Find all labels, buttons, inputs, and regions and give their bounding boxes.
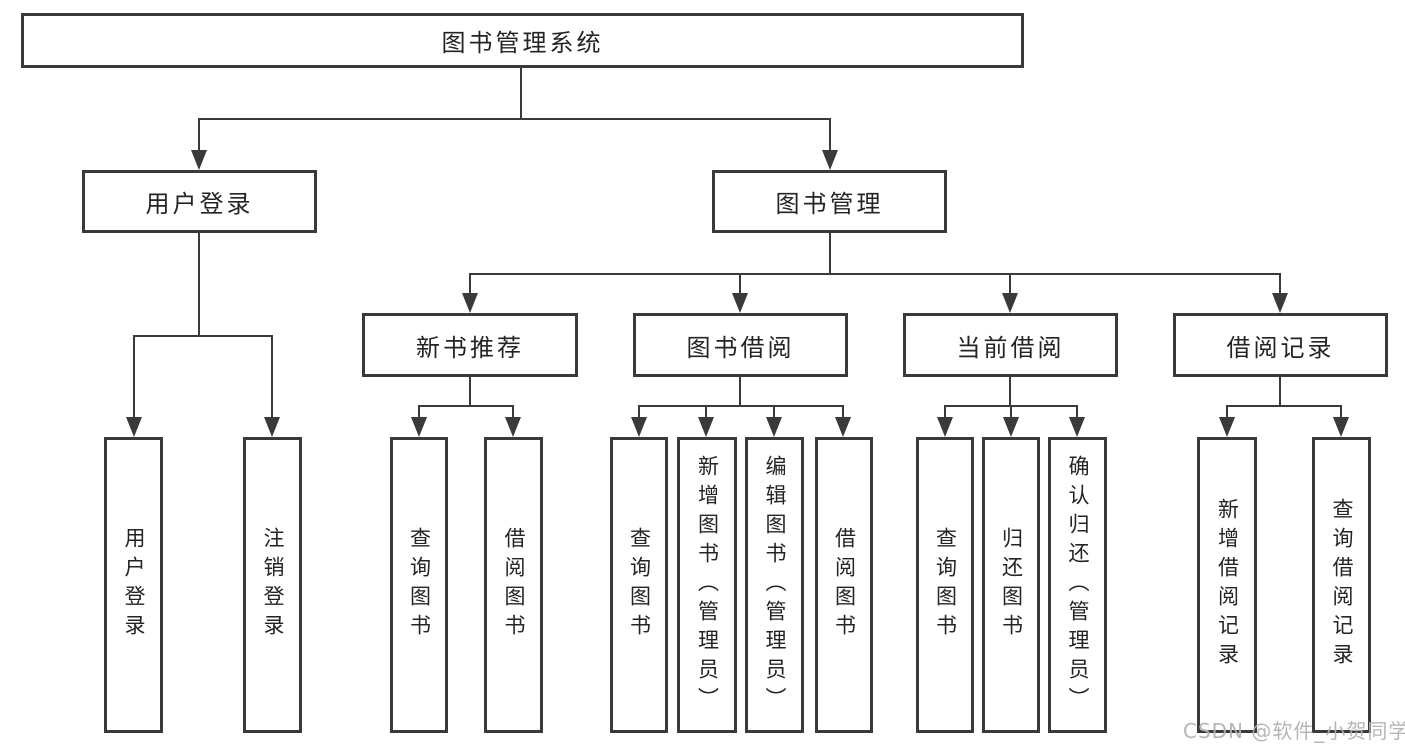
node-label: 新书推荐 (416, 333, 524, 362)
connector-vline (739, 273, 741, 295)
connector-hline (133, 335, 273, 337)
leaf-return-books: 归还图书 (982, 437, 1040, 733)
arrowhead-down-icon (411, 417, 427, 437)
arrowhead-down-icon (1272, 293, 1288, 313)
arrowhead-down-icon (698, 417, 714, 437)
connector-vline (1279, 273, 1281, 295)
connector-hline (469, 273, 1281, 275)
leaf-logout: 注销登录 (243, 437, 302, 733)
connector-vline (1340, 405, 1342, 419)
connector-vline (829, 233, 831, 275)
connector-vline (1279, 377, 1281, 405)
arrowhead-down-icon (766, 417, 782, 437)
arrowhead-down-icon (505, 417, 521, 437)
connector-vline (469, 273, 471, 295)
arrowhead-down-icon (126, 417, 142, 437)
connector-vline (469, 377, 471, 405)
connector-vline (773, 405, 775, 419)
connector-vline (271, 335, 273, 419)
leaf-query-borrow-record: 查询借阅记录 (1312, 437, 1371, 733)
leaf-label: 确认归还（管理员） (1066, 454, 1090, 716)
node-current-borrow: 当前借阅 (903, 313, 1118, 377)
arrowhead-down-icon (1002, 293, 1018, 313)
arrowhead-down-icon (822, 150, 838, 170)
connector-vline (1009, 377, 1011, 405)
arrowhead-down-icon (1069, 417, 1085, 437)
csdn-watermark: CSDN @软件_小贺同学 (1183, 719, 1405, 743)
leaf-confirm-return: 确认归还（管理员） (1048, 437, 1107, 733)
node-label: 图书管理 (775, 190, 884, 218)
node-new-book-rec: 新书推荐 (362, 313, 578, 377)
leaf-label: 查询图书 (933, 527, 958, 643)
connector-hline (638, 405, 844, 407)
node-label: 当前借阅 (956, 333, 1065, 362)
connector-vline (133, 335, 135, 419)
leaf-label: 用户登录 (122, 527, 146, 643)
connector-vline (1010, 405, 1012, 419)
connector-hline (418, 405, 514, 407)
arrowhead-down-icon (1003, 417, 1019, 437)
leaf-edit-books: 编辑图书（管理员） (745, 437, 804, 733)
leaf-borrow-borrow-books: 借阅图书 (815, 437, 873, 733)
leaf-label: 借阅图书 (832, 527, 857, 643)
arrowhead-down-icon (191, 150, 207, 170)
leaf-label: 编辑图书（管理员） (763, 454, 787, 716)
connector-vline (512, 405, 514, 419)
node-root: 图书管理系统 (21, 13, 1024, 68)
arrowhead-down-icon (631, 417, 647, 437)
node-borrow-records: 借阅记录 (1173, 313, 1388, 377)
leaf-label: 查询图书 (627, 527, 652, 643)
arrowhead-down-icon (937, 417, 953, 437)
arrowhead-down-icon (264, 417, 280, 437)
leaf-add-books: 新增图书（管理员） (677, 437, 737, 733)
node-label: 借阅记录 (1226, 333, 1335, 362)
node-label: 图书借阅 (686, 333, 795, 362)
leaf-current-query-books: 查询图书 (916, 437, 974, 733)
connector-vline (198, 233, 200, 335)
connector-vline (829, 118, 831, 152)
connector-vline (638, 405, 640, 419)
connector-vline (1226, 405, 1228, 419)
arrowhead-down-icon (835, 417, 851, 437)
leaf-label: 新增借阅记录 (1215, 498, 1240, 672)
connector-vline (198, 118, 200, 152)
leaf-borrow-query-books: 查询图书 (610, 437, 668, 733)
leaf-newrec-borrow-books: 借阅图书 (484, 437, 543, 733)
leaf-login: 用户登录 (104, 437, 163, 733)
leaf-label: 借阅图书 (502, 527, 526, 643)
connector-vline (1009, 273, 1011, 295)
leaf-newrec-query-books: 查询图书 (390, 437, 448, 733)
leaf-label: 注销登录 (261, 527, 285, 643)
leaf-label: 查询借阅记录 (1330, 498, 1354, 672)
connector-vline (418, 405, 420, 419)
connector-vline (1076, 405, 1078, 419)
connector-vline (705, 405, 707, 419)
arrowhead-down-icon (732, 293, 748, 313)
connector-vline (739, 377, 741, 405)
leaf-add-borrow-record: 新增借阅记录 (1197, 437, 1257, 733)
arrowhead-down-icon (1333, 417, 1349, 437)
node-book-mgmt: 图书管理 (712, 170, 947, 233)
leaf-label: 新增图书（管理员） (695, 454, 720, 716)
node-user-login: 用户登录 (82, 170, 317, 233)
leaf-label: 归还图书 (999, 527, 1024, 643)
arrowhead-down-icon (462, 293, 478, 313)
connector-vline (944, 405, 946, 419)
node-label: 用户登录 (145, 190, 254, 218)
leaf-label: 查询图书 (407, 527, 432, 643)
connector-hline (1226, 405, 1342, 407)
node-book-borrow: 图书借阅 (633, 313, 848, 377)
connector-vline (520, 68, 522, 119)
arrowhead-down-icon (1219, 417, 1235, 437)
connector-vline (842, 405, 844, 419)
connector-hline (198, 118, 831, 120)
node-label: 图书管理系统 (441, 29, 604, 57)
